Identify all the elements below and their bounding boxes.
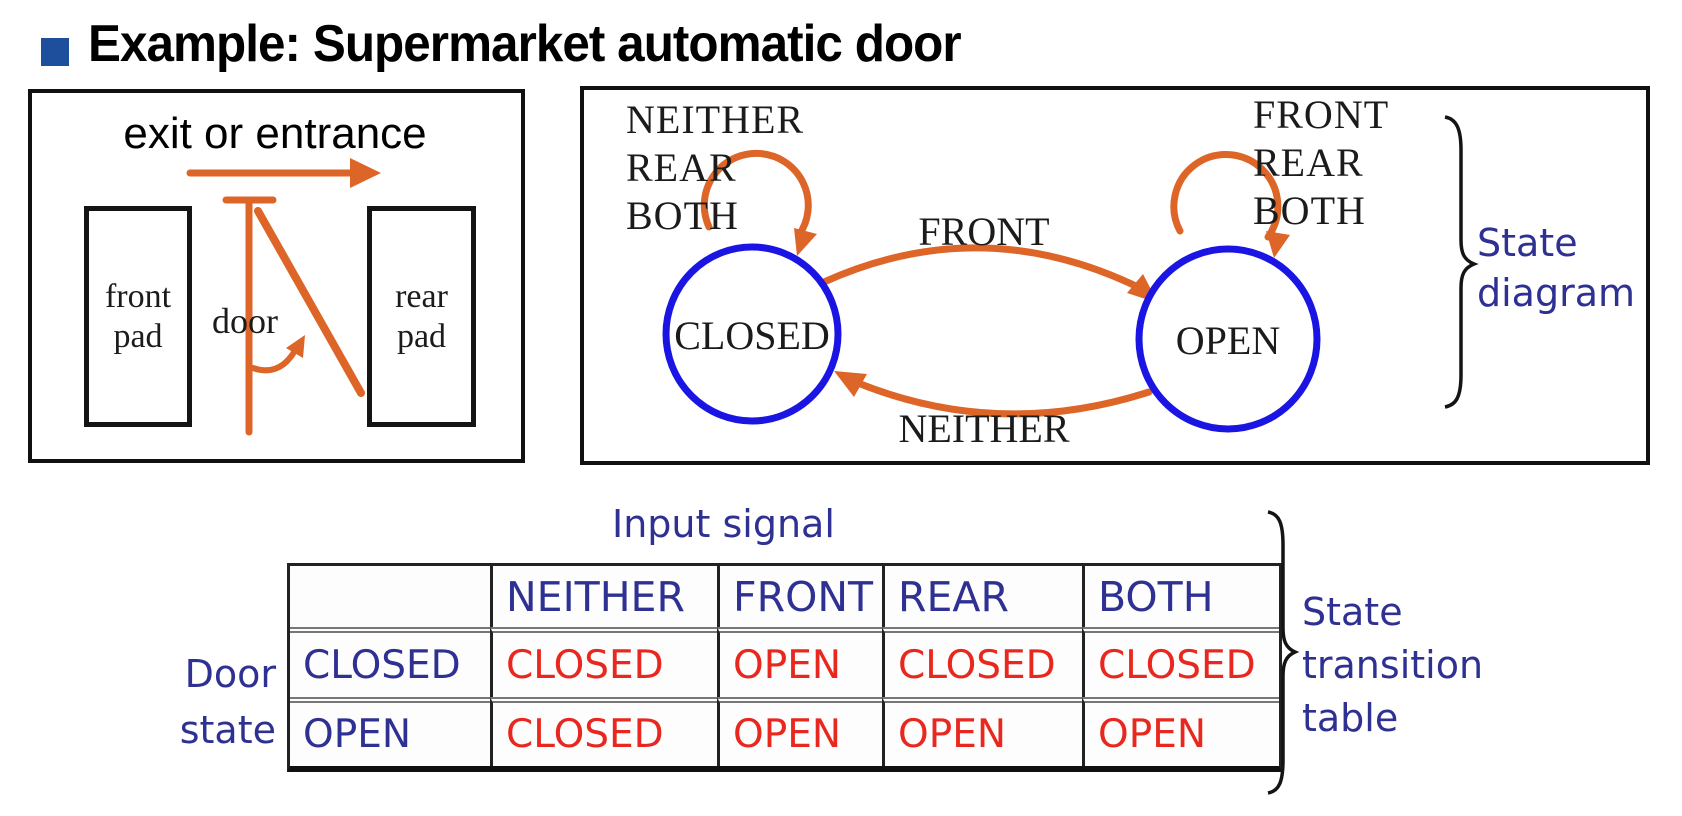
front-pad-label-line1: front bbox=[104, 277, 172, 315]
door-illustration-drawing bbox=[186, 158, 381, 436]
table-header-both: BOTH bbox=[1082, 566, 1279, 627]
closed-self-loop-arrowhead bbox=[794, 228, 817, 256]
table-cell-closed-neither: CLOSED bbox=[490, 627, 717, 697]
neither-arrow-label: NEITHER bbox=[898, 406, 1070, 451]
closed-loop-label-rear: REAR bbox=[626, 145, 737, 190]
closed-state-label: CLOSED bbox=[674, 313, 830, 358]
state-diagram-panel: NEITHER REAR BOTH FRONT REAR BOTH CLOSED… bbox=[580, 86, 1650, 465]
table-cell-open-front: OPEN bbox=[717, 697, 882, 766]
table-corner-cell bbox=[290, 566, 490, 627]
closed-loop-label-neither: NEITHER bbox=[626, 97, 805, 142]
door-swing-arrowhead bbox=[286, 335, 305, 358]
state-diagram-drawing bbox=[662, 115, 1479, 433]
transition-table-caption-line2: transition bbox=[1302, 643, 1484, 687]
table-header-neither: NEITHER bbox=[490, 566, 717, 627]
rear-pad-box: rear pad bbox=[367, 206, 476, 427]
transition-table-caption-line1: State bbox=[1302, 590, 1403, 634]
door-illustration-panel: exit or entrance front pad rear pad door bbox=[28, 89, 525, 463]
rear-pad-label-line2: pad bbox=[396, 317, 447, 355]
transition-table-caption-line3: table bbox=[1302, 696, 1399, 740]
table-cell-open-both: OPEN bbox=[1082, 697, 1279, 766]
table-cell-open-neither: CLOSED bbox=[490, 697, 717, 766]
state-diagram-brace bbox=[1444, 115, 1479, 409]
table-cell-closed-rear: CLOSED bbox=[882, 627, 1082, 697]
table-header-front: FRONT bbox=[717, 566, 882, 627]
open-loop-label-both: BOTH bbox=[1253, 188, 1366, 233]
front-pad-box: front pad bbox=[84, 206, 192, 427]
closed-self-loop bbox=[700, 149, 812, 239]
state-transition-table: NEITHER FRONT REAR BOTH CLOSED CLOSED OP… bbox=[287, 563, 1282, 772]
title-bullet-icon bbox=[41, 38, 69, 66]
open-loop-labels: FRONT REAR BOTH bbox=[1253, 91, 1389, 235]
table-header-rear: REAR bbox=[882, 566, 1082, 627]
door-state-caption: Door state bbox=[150, 646, 276, 758]
neither-transition-arrowhead bbox=[834, 371, 867, 397]
table-cell-open-rear: OPEN bbox=[882, 697, 1082, 766]
closed-loop-labels: NEITHER REAR BOTH bbox=[626, 96, 804, 240]
rear-pad-label-line1: rear bbox=[395, 277, 448, 315]
table-cell-closed-both: CLOSED bbox=[1082, 627, 1279, 697]
front-transition-arrow bbox=[820, 244, 1148, 294]
transition-table-brace bbox=[1267, 510, 1300, 795]
closed-loop-label-both: BOTH bbox=[626, 193, 739, 238]
open-self-loop bbox=[1170, 151, 1282, 241]
page-title: Example: Supermarket automatic door bbox=[88, 15, 962, 73]
door-state-caption-line2: state bbox=[179, 708, 276, 752]
door-state-caption-line1: Door bbox=[184, 652, 276, 696]
table-cell-closed-front: OPEN bbox=[717, 627, 882, 697]
input-signal-caption: Input signal bbox=[612, 502, 835, 546]
front-pad-label-line2: pad bbox=[113, 317, 163, 355]
open-self-loop-arrowhead bbox=[1266, 231, 1290, 258]
state-diagram-caption-line2: diagram bbox=[1477, 271, 1636, 315]
front-arrow-label: FRONT bbox=[918, 209, 1050, 254]
open-state-circle bbox=[1135, 245, 1321, 433]
door-label: door bbox=[212, 301, 278, 341]
state-diagram-caption: State diagram bbox=[1477, 218, 1635, 318]
walk-direction-arrowhead bbox=[350, 158, 381, 188]
transition-table-caption: State transition table bbox=[1302, 586, 1483, 745]
open-loop-label-rear: REAR bbox=[1253, 140, 1364, 185]
open-state-label: OPEN bbox=[1175, 318, 1281, 363]
exit-entrance-label: exit or entrance bbox=[123, 109, 427, 158]
table-row-label-closed: CLOSED bbox=[290, 627, 490, 697]
state-diagram-caption-line1: State bbox=[1477, 221, 1578, 265]
neither-transition-arrow bbox=[842, 374, 1153, 418]
door-open-line bbox=[254, 207, 365, 397]
closed-state-circle bbox=[662, 243, 842, 425]
table-row-label-open: OPEN bbox=[290, 697, 490, 766]
open-loop-label-front: FRONT bbox=[1253, 92, 1390, 137]
